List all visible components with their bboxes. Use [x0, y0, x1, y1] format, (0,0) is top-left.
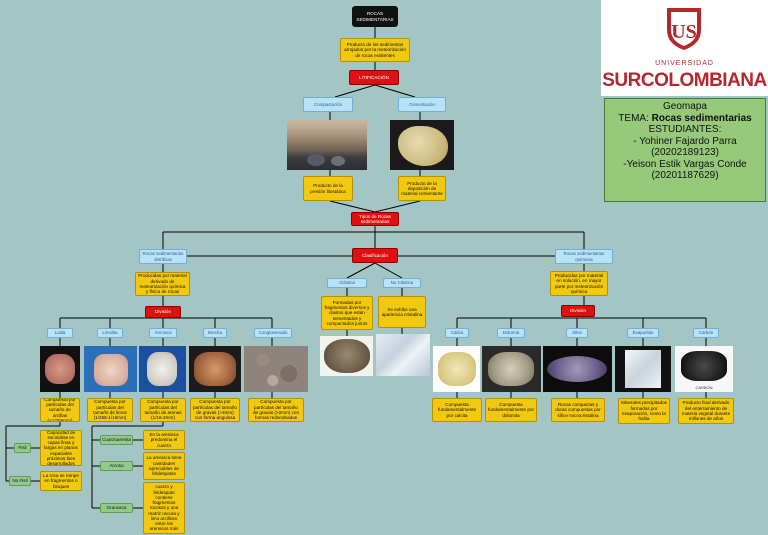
dolomia-photo [482, 346, 541, 392]
detriticas-division: División [145, 306, 181, 318]
info-geomapa: Geomapa [663, 101, 707, 112]
logo-small-text: UNIVERSIDAD [655, 60, 714, 67]
conglomerado-node: Conglomerado [254, 328, 292, 338]
carbon-node: Carbón [693, 328, 719, 338]
quimicas-desc: Producidas por material en solución, en … [550, 271, 608, 296]
no-fisil-desc: La roca se rompe en fragmentos o bloques [40, 471, 82, 491]
info-estudiantes: ESTUDIANTES: [648, 124, 722, 135]
no-clastica-photo [376, 334, 430, 376]
limolita-node: Limolita [97, 328, 123, 338]
cuarzoarenita-desc: En la arenisca predomina el cuarzo [143, 430, 185, 450]
cementacion-node: Cementación [398, 97, 446, 112]
info-box: Geomapa TEMA: Rocas sedimentarias ESTUDI… [604, 98, 766, 202]
info-student2: -Yeison Estik Vargas Conde [623, 158, 747, 170]
no-fisil-node: No Fisil [9, 476, 31, 486]
dolomia-desc: Compuesta fundamentalmente por dolomita [485, 398, 537, 422]
arenisca-node: Arenisca [149, 328, 177, 338]
limolita-desc: Compuesta por partículas del tamaño de l… [87, 398, 133, 422]
carbon-photo: CARBÓN [675, 346, 733, 392]
definition-node: Producto de los sedimentos arrojados por… [340, 38, 410, 62]
brecha-node: Brecha [203, 328, 227, 338]
lutita-node: Lutita [47, 328, 73, 338]
university-logo: US UNIVERSIDAD SURCOLOMBIANA [601, 0, 768, 96]
clastica-node: Clástica [327, 278, 367, 288]
limolita-photo [84, 346, 137, 392]
grauvaca-node: Grauvaca [100, 503, 133, 513]
arenisca-photo [139, 346, 186, 392]
emblem-letters: US [671, 21, 697, 43]
dolomia-node: Dolomía [497, 328, 525, 338]
evaporitas-photo [615, 346, 671, 392]
info-tema-prefix: TEMA: [618, 112, 652, 124]
arenisca-desc: Compuesta por partículas del tamaño de a… [140, 398, 186, 422]
conglomerado-photo [244, 346, 308, 392]
evaporitas-node: Evaporitas [627, 328, 659, 338]
compactacion-photo [287, 120, 367, 170]
litificacion-node: LITIFICACIÓN [349, 70, 399, 85]
carbon-desc: Producto final derivado del enterramient… [678, 398, 734, 424]
info-tema-value: Rocas sedimentarias [651, 112, 752, 124]
lutita-desc: Compuesta por partículas del tamaño de a… [40, 398, 80, 422]
clastica-desc: Formadas por fragmentos diversos y clast… [321, 296, 373, 330]
info-student1: - Yohiner Fajardo Parra [633, 135, 737, 147]
silex-photo [543, 346, 612, 392]
us-emblem-icon: US [667, 8, 701, 50]
brecha-desc: Compuesta por partículas del tamaño de g… [190, 398, 240, 422]
arcosa-desc: La arenisca tiene cantidades apreciables… [143, 452, 185, 480]
conglomerado-desc: Compuesta por partículas del tamaño de g… [248, 398, 304, 422]
cementacion-photo [390, 120, 454, 170]
quimicas-node: Rocas sedimentarias químicas [555, 249, 613, 264]
compactacion-desc: Producto de la presión litostática [303, 176, 353, 201]
info-student1-id: (20202189123) [651, 147, 719, 158]
evaporitas-desc: Minerales precipitados formados por evap… [618, 398, 670, 424]
fisil-desc: Capacidad de escindirse en capas finas y… [40, 430, 82, 466]
silex-node: Sílex [566, 328, 588, 338]
logo-main-text: SURCOLOMBIANA [602, 70, 767, 91]
detriticas-node: Rocas sedimentarias detríticas [139, 249, 187, 264]
brecha-photo [189, 346, 241, 392]
fisil-node: Fisil [14, 443, 31, 453]
arcosa-node: Arcosa [100, 461, 133, 471]
grauvaca-desc: Además de cuarzo y feldespato contiene f… [143, 482, 185, 534]
info-student2-id: (20201187629) [651, 170, 719, 181]
compactacion-node: Compactación [303, 97, 353, 112]
cementacion-desc: Producto de la deposición de material ce… [398, 176, 446, 201]
clastica-photo [320, 336, 373, 376]
info-tema: TEMA: Rocas sedimentarias [605, 113, 765, 125]
detriticas-desc: Producidas por material derivado de mete… [135, 272, 190, 296]
caliza-photo [433, 346, 480, 392]
clasificacion-node: Clasificación [352, 248, 398, 263]
no-clastica-node: No Clástica [383, 278, 421, 288]
cuarzoarenita-node: Cuarzoarenita [100, 435, 133, 445]
no-clastica-desc: Se exhibe una apariencia cristalina [378, 296, 426, 328]
title-node: ROCAS SEDIMENTARIAS [352, 6, 398, 27]
tipos-node: Tipos de Rocas sedimentarias [351, 212, 399, 226]
quimicas-division: División [561, 305, 595, 317]
caliza-node: Caliza [445, 328, 469, 338]
caliza-desc: Compuesta fundamentalmente por calcita [432, 398, 482, 422]
lutita-photo [40, 346, 80, 392]
silex-desc: Rocas compactas y duras compuestas por s… [551, 398, 605, 422]
carbon-photo-label: CARBÓN [695, 385, 713, 390]
